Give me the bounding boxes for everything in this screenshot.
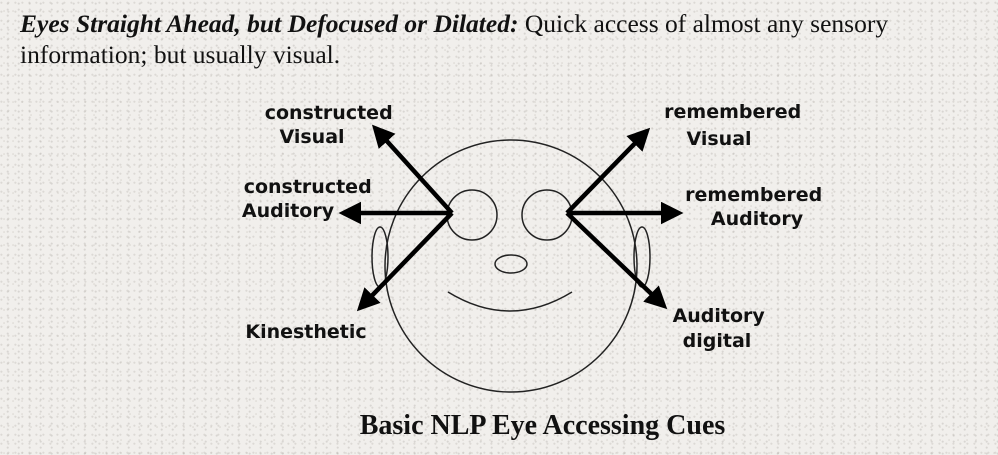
label-auditory-digital: Auditory digital — [673, 305, 772, 352]
nose — [494, 254, 528, 274]
intro-lead: Eyes Straight Ahead, but Defocused or Di… — [20, 9, 519, 38]
mouth — [447, 291, 573, 312]
diagram-caption: Basic NLP Eye Accessing Cues — [359, 410, 726, 441]
gaze-arrows — [338, 124, 684, 312]
label-remembered-auditory: remembered Auditory — [685, 184, 829, 230]
arrow-constructed-visual — [371, 124, 454, 215]
label-kinesthetic: Kinesthetic — [245, 321, 366, 343]
intro-paragraph: Eyes Straight Ahead, but Defocused or Di… — [20, 8, 980, 70]
label-constructed-visual: constructed Visual — [265, 102, 400, 148]
arrow-remembered-visual — [565, 127, 651, 215]
head-outline — [384, 139, 638, 393]
arrow-kinesthetic — [356, 211, 454, 312]
arrow-auditory-digital — [565, 211, 668, 310]
intro-text: Quick access of almost any sensory infor… — [20, 9, 889, 69]
face-drawing — [371, 139, 651, 393]
left-eye — [446, 189, 498, 241]
right-eye — [521, 189, 573, 241]
label-remembered-visual: remembered Visual — [664, 101, 808, 150]
label-constructed-auditory: constructed Auditory — [242, 176, 378, 222]
